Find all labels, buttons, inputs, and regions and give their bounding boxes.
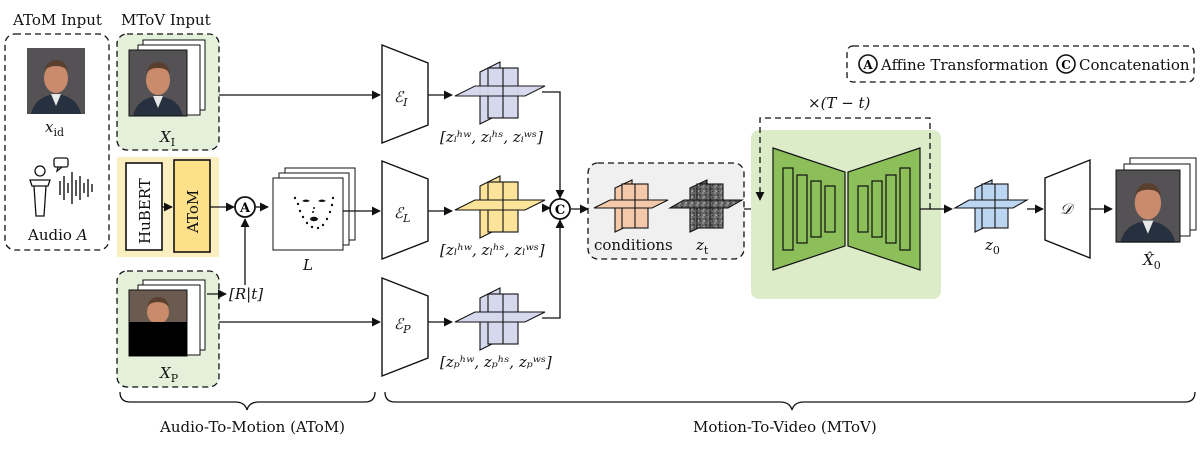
atom-label: AToM	[184, 190, 202, 234]
legend-affine-text: Affine Transformation	[880, 56, 1049, 74]
unet-denoiser	[772, 147, 921, 271]
concat-symbol: C	[555, 203, 565, 218]
legend-affine-icon	[858, 54, 878, 74]
svg-text:A: A	[862, 58, 873, 72]
triplane-pose	[454, 287, 546, 351]
triplane-image-label: [zᵢʰʷ, zᵢʰˢ, zᵢʷˢ]	[440, 128, 543, 146]
affine-symbol: A	[239, 201, 251, 216]
xp-frame-stack	[128, 279, 206, 357]
face-landmarks-icon	[293, 196, 335, 230]
atom-block	[173, 159, 211, 253]
output-label: X̂0	[1142, 251, 1161, 272]
encoder-landmark: ℰL	[381, 159, 429, 261]
z0-label: z0	[984, 236, 1000, 257]
mtov-section-label: Motion-To-Video (MToV)	[693, 418, 877, 436]
atom-input-box	[4, 33, 110, 251]
legend-concat-text: Concatenation	[1079, 56, 1190, 74]
triplane-landmark	[454, 175, 546, 239]
mask-region	[129, 322, 187, 356]
legend-concat-icon	[1056, 54, 1076, 74]
landmark-label: L	[302, 256, 313, 274]
x-id-label: xid	[45, 118, 64, 139]
affine-transform-node	[234, 196, 256, 218]
zt-label: zt	[695, 236, 709, 257]
noisy-latent-triplane	[667, 179, 745, 233]
xi-frame-stack	[128, 39, 206, 117]
denoise-loop	[755, 117, 931, 209]
hubert-label: HuBERT	[136, 178, 154, 244]
encoder-image: ℰI	[381, 43, 429, 145]
atom-section-label: Audio-To-Motion (AToM)	[159, 418, 345, 436]
atom-input-title: AToM Input	[12, 11, 102, 29]
landmark-stack	[272, 167, 356, 251]
loop-label: ×(T − t)	[808, 94, 871, 112]
x-i-label: XI	[159, 128, 175, 149]
mtov-input-title: MToV Input	[121, 11, 211, 29]
rt-label: [R|t]	[229, 285, 263, 303]
svg-text:ℰL: ℰL	[394, 204, 410, 225]
svg-text:C: C	[1061, 58, 1071, 72]
conditions-label: conditions	[594, 236, 673, 254]
hubert-block	[125, 162, 163, 251]
atom-brace	[119, 391, 376, 411]
speaker-icon	[29, 157, 69, 217]
mtov-brace	[384, 391, 1196, 411]
encoder-pose: ℰP	[381, 276, 429, 378]
svg-text:ℰI: ℰI	[394, 88, 408, 109]
conditions-triplane	[593, 179, 669, 233]
audio-label: Audio A	[27, 226, 88, 244]
legend-box	[846, 45, 1195, 83]
svg-text:ℰP: ℰP	[394, 315, 411, 336]
identity-portrait	[27, 48, 85, 114]
triplane-pose-label: [zₚʰʷ, zₚʰˢ, zₚʷˢ]	[440, 353, 552, 371]
svg-text:𝒟: 𝒟	[1060, 200, 1075, 218]
clean-latent-triplane	[952, 179, 1030, 233]
audio-waveform-icon	[59, 172, 93, 204]
triplane-image	[454, 61, 546, 125]
output-frame-stack	[1115, 157, 1197, 243]
concatenation-node	[549, 198, 571, 220]
triplane-landmark-label: [zₗʰʷ, zₗʰˢ, zₗʷˢ]	[440, 241, 545, 259]
x-p-label: XP	[159, 364, 179, 385]
decoder: 𝒟	[1044, 158, 1091, 260]
